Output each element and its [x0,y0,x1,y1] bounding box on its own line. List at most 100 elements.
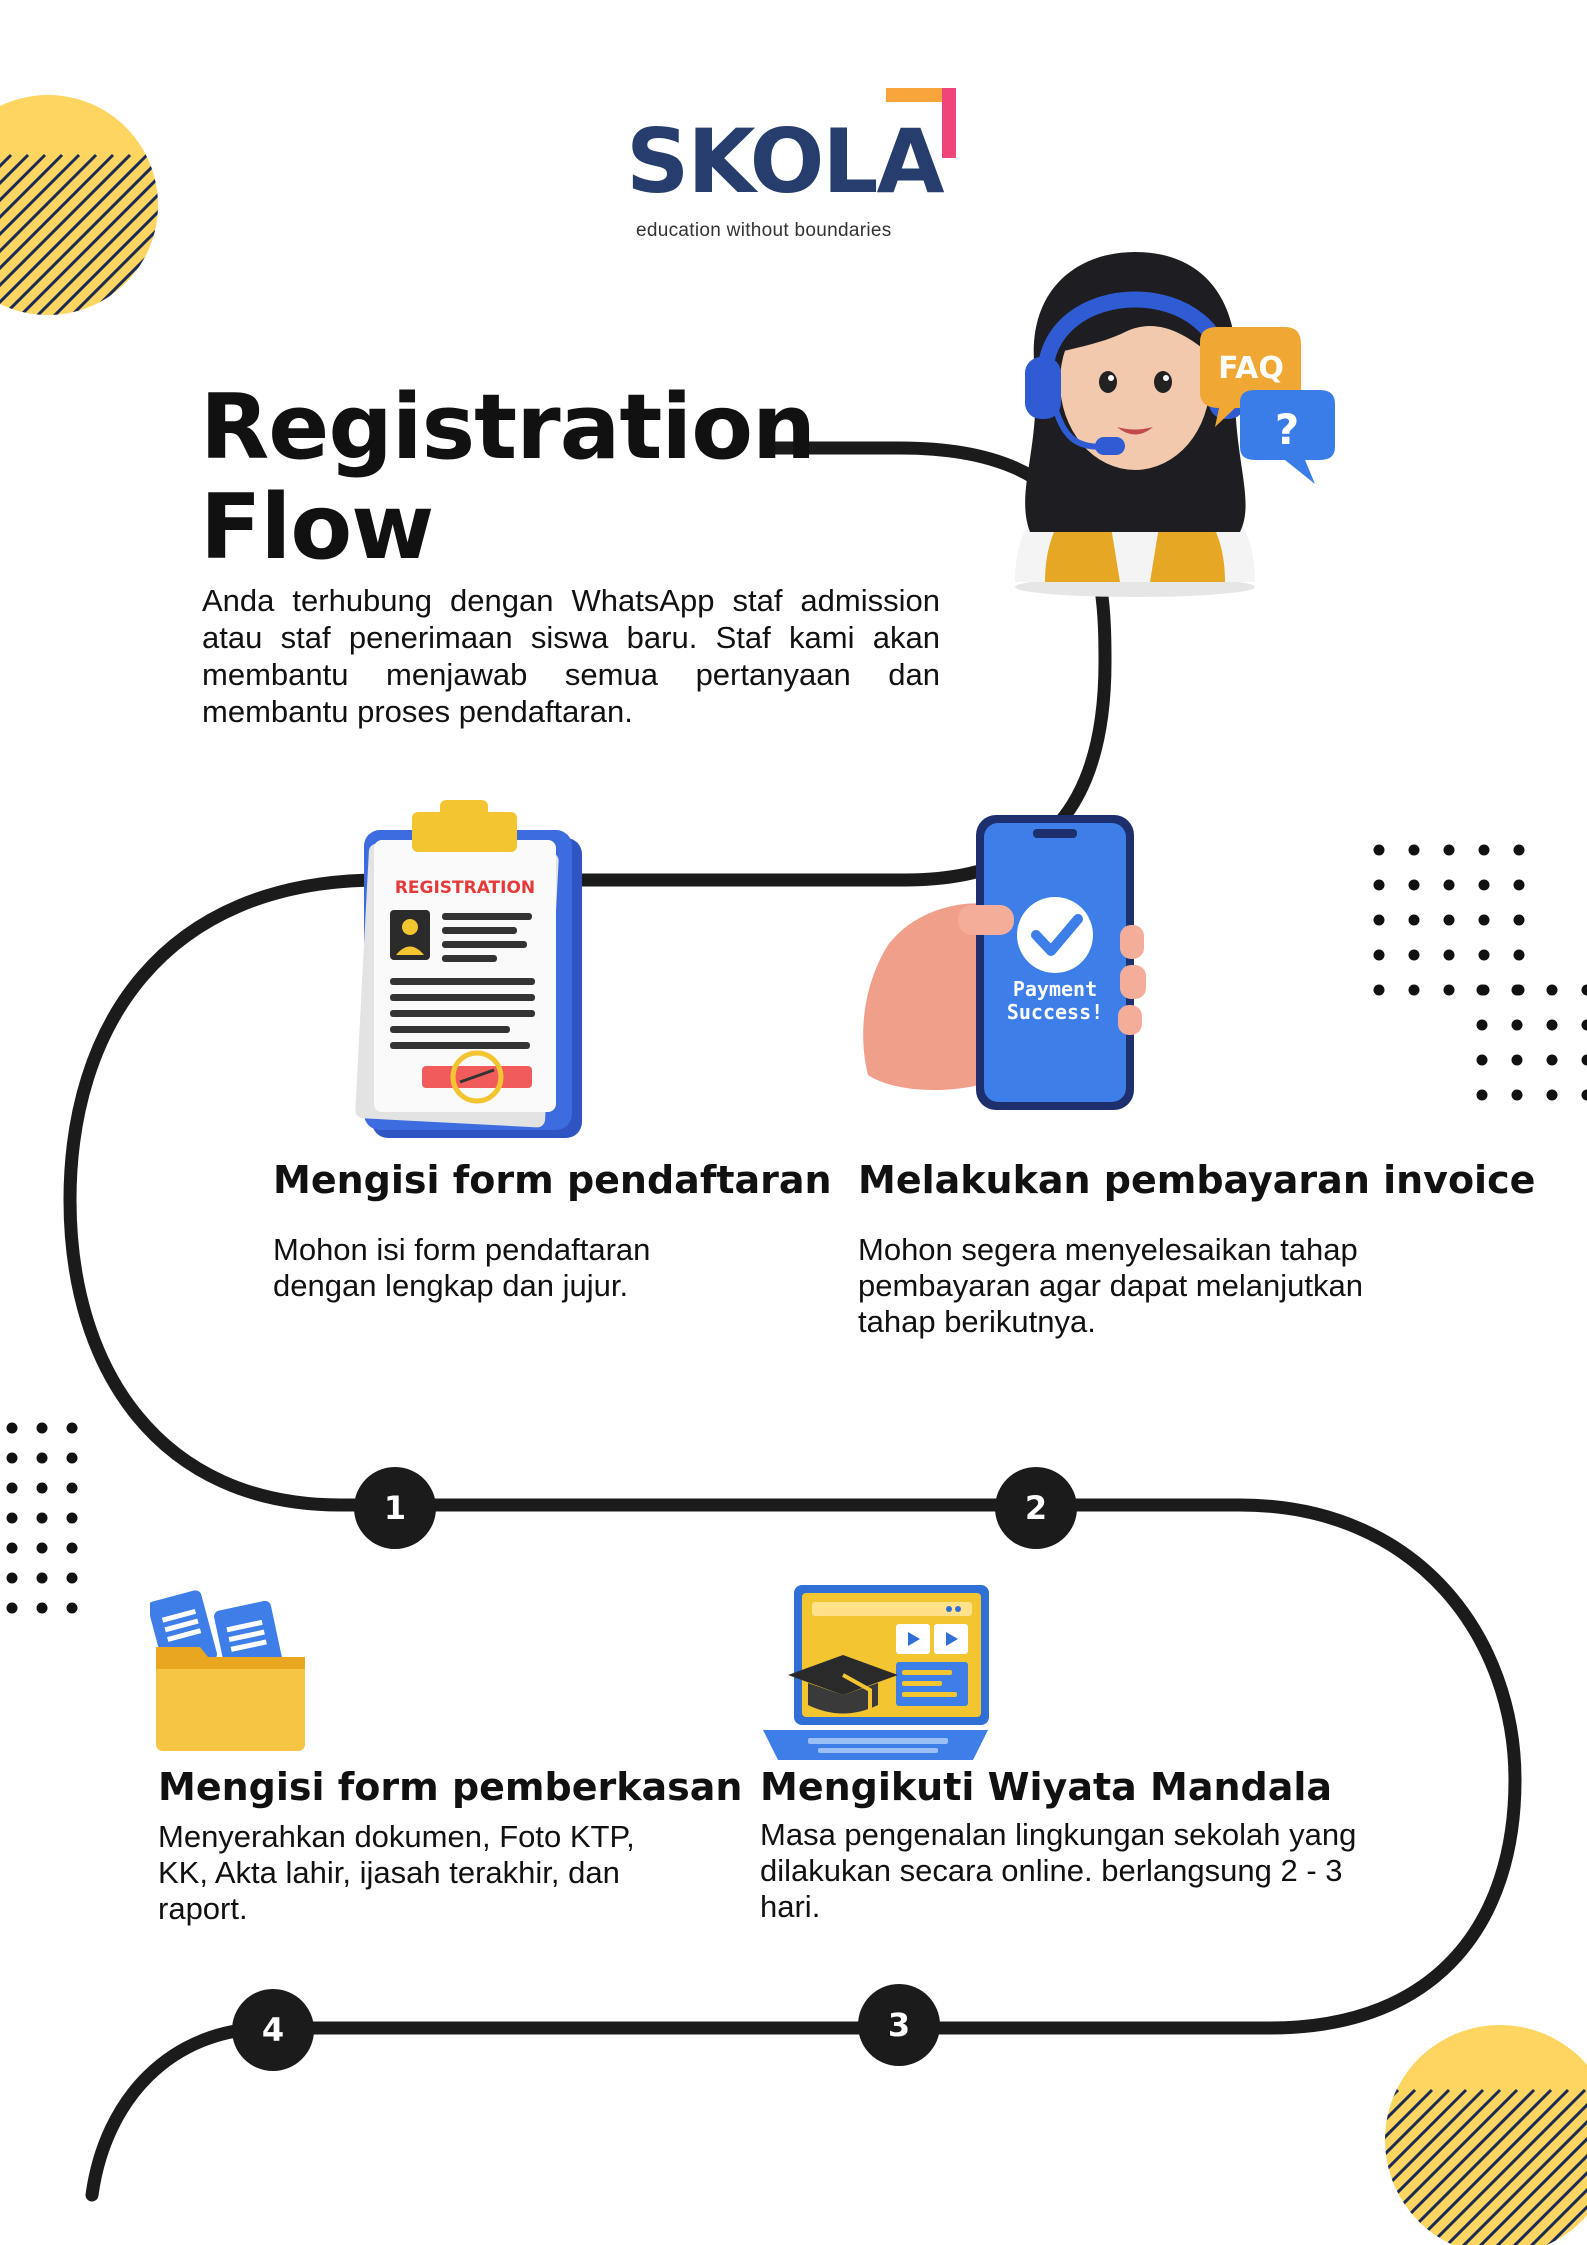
hatch-line [1385,2088,1519,2245]
hatch-line [1110,2090,1330,2245]
decor-dot [1373,844,1385,856]
hatch-line [1127,2090,1347,2245]
decor-dot [66,1602,78,1614]
step-badge-2: 2 [995,1467,1077,1549]
decor-dot [6,1512,18,1524]
step-badge-1: 1 [354,1467,436,1549]
hatch-line [0,153,132,315]
decor-dot [66,1512,78,1524]
hatch-line [0,153,64,315]
brand-logo: SKOLA [626,110,945,213]
hatch-line [1385,2088,1587,2245]
decor-dot [1511,1089,1523,1101]
registration-clipboard-icon: REGISTRATION [355,800,582,1138]
graduation-laptop-icon [763,1585,989,1760]
decor-dot [1476,984,1488,996]
decor-dot [1513,879,1525,891]
payment-phone-icon: Payment Success! [863,815,1146,1110]
decor-dot [1373,949,1385,961]
page-title-line-2: Flow [200,475,434,580]
decor-dot [6,1452,18,1464]
decor-dot [1443,844,1455,856]
decor-dots-left [6,1422,78,1614]
step-2-title: Melakukan pembayaran invoice [858,1158,1536,1202]
decor-dot [1581,1054,1587,1066]
decor-dot [36,1542,48,1554]
decor-dot [1373,984,1385,996]
decor-dot [1408,879,1420,891]
decor-dot [1513,949,1525,961]
clipboard-label: REGISTRATION [395,878,535,898]
hatch-line [1385,2088,1553,2245]
page-title: Registration Flow [200,375,816,580]
decor-dot [1581,1019,1587,1031]
logo-accent-mark [886,88,956,158]
hatch-line [0,153,98,315]
decor-dot [1546,1019,1558,1031]
decor-dot [66,1542,78,1554]
decor-dot [1581,1089,1587,1101]
decor-dot [1476,1054,1488,1066]
decor-dot [1408,844,1420,856]
decor-dot [36,1452,48,1464]
decor-dot [66,1572,78,1584]
decor-dot [36,1512,48,1524]
hatch-line [1397,2088,1587,2245]
decor-dot [6,1602,18,1614]
hatch-line [0,153,115,315]
step-4-title: Mengisi form pemberkasan [158,1765,743,1809]
hatch-line [0,153,149,315]
decor-dot [1373,879,1385,891]
hatch-line [1465,2088,1587,2245]
step-4-description: Menyerahkan dokumen, Foto KTP, KK, Akta … [158,1819,635,1926]
hatch-line [1385,2088,1587,2245]
hatch-line [1385,2088,1417,2245]
hatch-line [1144,2090,1364,2245]
hatch-line [0,153,158,315]
decor-dot [1511,1054,1523,1066]
decor-dot [36,1602,48,1614]
decor-dot [6,1542,18,1554]
hatch-line [0,153,158,315]
page-title-line-1: Registration [200,375,816,480]
hatch-line [0,153,47,315]
faq-bubble-text: FAQ [1218,351,1284,386]
decor-dot [36,1422,48,1434]
hatch-line [1385,2088,1400,2245]
decor-dot [1408,914,1420,926]
decor-dot [1546,1054,1558,1066]
payment-text-line-1: Payment [1013,977,1097,1001]
decor-dot [6,1482,18,1494]
decor-dot [66,1452,78,1464]
hatch-line [1448,2088,1587,2245]
decor-dot [1478,844,1490,856]
decor-dot [1511,984,1523,996]
decor-dot [1478,914,1490,926]
payment-text-line-2: Success! [1007,1000,1103,1024]
hatch-line [1385,2088,1570,2245]
decor-dot [1513,844,1525,856]
decor-dot [1511,1019,1523,1031]
decor-dot [6,1572,18,1584]
decor-dot [1443,914,1455,926]
decor-dot [1513,914,1525,926]
decor-dot [66,1482,78,1494]
hatch-line [1431,2088,1587,2245]
document-folder-icon [150,1590,305,1751]
decor-dot [6,1422,18,1434]
decor-dot [1478,879,1490,891]
step-3-title: Mengikuti Wiyata Mandala [760,1765,1333,1809]
decor-circle-top-left [0,95,158,315]
intro-paragraph: Anda terhubung dengan WhatsApp staf admi… [202,583,940,729]
step-badge-4: 4 [232,1989,314,2071]
flow-path [63,441,1522,2202]
decor-dot [1478,949,1490,961]
step-3-description: Masa pengenalan lingkungan sekolah yang … [760,1817,1357,1924]
hatch-line [1385,2088,1468,2245]
step-badge-3: 3 [858,1984,940,2066]
brand-tagline: education without boundaries [636,220,892,241]
hatch-line [1385,2088,1536,2245]
decor-dot [1443,879,1455,891]
question-bubble-text: ? [1275,405,1299,454]
